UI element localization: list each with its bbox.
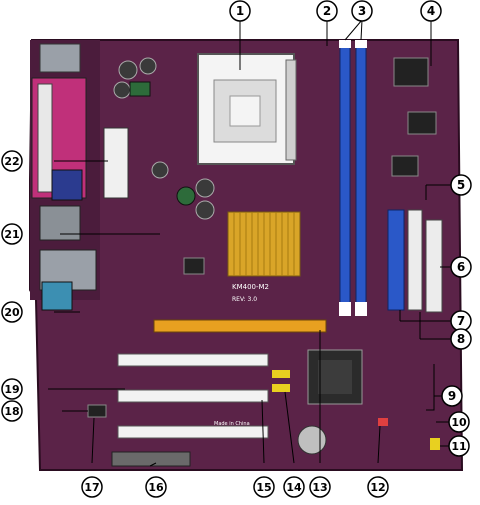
- usb-ports: [39, 205, 81, 241]
- southbridge-chip: [307, 349, 363, 405]
- svg-text:4: 4: [427, 4, 435, 18]
- svg-text:13: 13: [312, 481, 327, 494]
- svg-text:7: 7: [457, 314, 465, 328]
- cnr-slot: [111, 451, 191, 467]
- svg-text:19: 19: [4, 383, 19, 396]
- vrm-capacitors: [113, 57, 215, 220]
- vga-port: [51, 169, 83, 201]
- pci-slots: [117, 353, 269, 439]
- svg-text:12: 12: [370, 481, 385, 494]
- svg-text:5: 5: [457, 178, 465, 192]
- serial-label-strip: [37, 83, 53, 193]
- atx-power-connector: [103, 127, 129, 199]
- callout-15: 15: [253, 476, 275, 498]
- svg-text:20: 20: [4, 306, 20, 319]
- callout-2: 2: [316, 0, 338, 22]
- callout-3: 3: [351, 0, 373, 22]
- svg-text:14: 14: [286, 481, 302, 494]
- callout-leaders: [48, 19, 452, 467]
- dimm-slots: [339, 40, 367, 316]
- callout-20: 20: [1, 301, 23, 323]
- audio-headers: [272, 370, 290, 392]
- svg-text:21: 21: [4, 228, 19, 241]
- callout-13: 13: [309, 476, 331, 498]
- svg-text:11: 11: [451, 440, 466, 453]
- ide-connectors: [387, 209, 443, 313]
- callout-6: 6: [450, 256, 472, 278]
- svg-text:15: 15: [256, 481, 271, 494]
- svg-text:1: 1: [236, 4, 244, 18]
- callout-11: 11: [448, 435, 470, 457]
- callout-14: 14: [283, 476, 305, 498]
- ps2-port-cluster: [39, 43, 81, 73]
- front-panel-header: [87, 404, 107, 418]
- svg-text:8: 8: [457, 332, 465, 346]
- callout-12: 12: [367, 476, 389, 498]
- callout-16: 16: [145, 476, 167, 498]
- callout-18: 18: [1, 400, 23, 422]
- revision-label: REV: 3.0: [232, 296, 257, 303]
- chipset-label: KM400-M2: [232, 283, 269, 291]
- red-jumper: [378, 418, 388, 426]
- callout-21: 21: [1, 223, 23, 245]
- callout-5: 5: [450, 174, 472, 196]
- callout-22: 22: [1, 150, 23, 172]
- made-in-label: Made in China: [214, 421, 250, 427]
- svg-text:9: 9: [448, 389, 456, 403]
- svg-text:3: 3: [358, 4, 366, 18]
- callout-4: 4: [420, 0, 442, 22]
- callout-10: 10: [448, 411, 470, 433]
- callout-19: 19: [1, 378, 23, 400]
- cpu-socket: [197, 53, 297, 165]
- callout-7: 7: [450, 310, 472, 332]
- rear-io-panel: [31, 43, 97, 311]
- callout-9: 9: [441, 385, 463, 407]
- callout-17: 17: [81, 476, 103, 498]
- northbridge-heatsink: [227, 211, 301, 277]
- svg-text:2: 2: [323, 4, 331, 18]
- callout-8: 8: [450, 328, 472, 350]
- board-chips: [183, 57, 437, 275]
- agp-slot: [153, 319, 327, 333]
- callout-markers: 1 2 3 4 5 6 7 8 9 10 11 12 13 14 15 16 1…: [1, 0, 472, 498]
- cmos-battery: [297, 425, 327, 455]
- svg-text:10: 10: [451, 416, 467, 429]
- callout-1: 1: [229, 0, 251, 22]
- svg-text:16: 16: [148, 481, 164, 494]
- audio-jacks: [41, 281, 73, 311]
- svg-text:6: 6: [457, 260, 465, 274]
- svg-text:22: 22: [4, 155, 19, 168]
- fan-header-yellow: [430, 438, 440, 450]
- svg-text:17: 17: [84, 481, 99, 494]
- svg-text:18: 18: [4, 405, 19, 418]
